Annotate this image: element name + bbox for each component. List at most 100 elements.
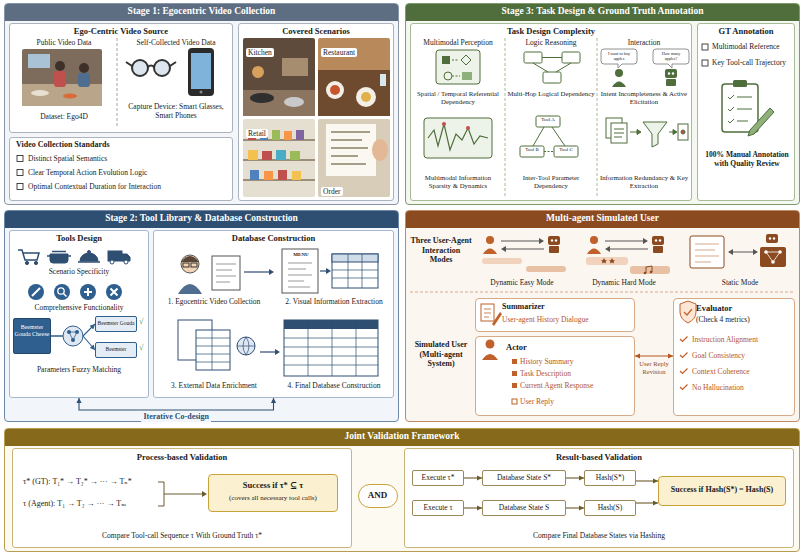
retail-photo-part <box>284 131 292 140</box>
text-label: Capture Device: Smart Glasses, Smart Pho… <box>122 102 230 120</box>
text-slot: Ego-Centric Video Source <box>10 26 232 36</box>
easy-mode-icon-part <box>555 239 557 241</box>
fuzzy-match-icon-part <box>71 338 75 342</box>
text-slot: Inter-Tool Parameter Dependency <box>507 174 595 190</box>
text-label: GT Annotation <box>698 26 794 36</box>
text-label: τ* (GT): T₁* → T₂* → ··· → Tₙ* <box>23 477 151 487</box>
function-icons-part <box>28 284 44 300</box>
static-mode-icon-part <box>778 250 782 254</box>
order-photo-part <box>326 124 376 176</box>
text-label: Instruction Alignment <box>692 335 792 344</box>
text-label: Distinct Spatial Semantics <box>28 154 228 163</box>
stage-panel: Joint Validation FrameworkProcess-based … <box>4 428 800 552</box>
ego4d-photo-part <box>22 84 102 106</box>
text-slot: Public Video Data <box>12 38 116 47</box>
static-mode-icon-part <box>773 237 775 239</box>
text-label: Covered Scenarios <box>239 26 393 36</box>
text-label: I want to buy apples <box>603 51 635 61</box>
text-slot: τ* (GT): T₁* → T₂* → ··· → Tₙ* <box>23 477 151 487</box>
text-slot: Execute τ <box>413 503 463 512</box>
text-label: Key Tool-call Trajectory <box>712 58 792 67</box>
interaction-icon-part <box>666 79 676 86</box>
redundancy-icon-part <box>681 130 685 134</box>
bullet-icon-part <box>512 359 517 364</box>
inter-tool-icon-part <box>554 146 578 157</box>
text-slot: Current Agent Response <box>520 381 632 390</box>
text-label: Clear Temporal Action Evolution Logic <box>28 168 228 177</box>
inter-tool-icon-part <box>520 146 544 157</box>
process-box: Database State S <box>482 500 566 516</box>
text-label: Compare Tool-call Sequence τ With Ground… <box>13 531 351 540</box>
hard-mode-icon-part <box>586 257 628 265</box>
summarizer-icon-part <box>484 309 491 317</box>
text-label: User-agent History Dialogue <box>502 315 632 324</box>
text-slot: 3. External Data Enrichment <box>156 381 272 390</box>
sequence-bracket-part <box>164 494 202 495</box>
text-slot: User Reply Revision <box>635 360 673 378</box>
text-label: Result-based Validation <box>405 452 793 462</box>
text-slot: Context Coherence <box>692 367 792 376</box>
text-label: Evaluator <box>696 303 792 313</box>
text-slot: √ <box>139 317 148 327</box>
text-slot: Capture Device: Smart Glasses, Smart Pho… <box>122 102 230 120</box>
extraction-step-part <box>282 249 318 293</box>
text-label: τ (Agent): T₁ → T₂ → ··· → Tₘ <box>23 499 151 509</box>
smart-phone-part <box>200 91 203 94</box>
text-slot: AND <box>359 490 396 501</box>
interaction-icon-part <box>665 69 677 78</box>
fuzzy-match-icon-part <box>67 330 71 334</box>
text-label: Logic Reasoning <box>507 38 595 47</box>
text-label: Execute τ <box>413 503 463 512</box>
hard-mode-icon-part <box>590 236 598 244</box>
text-label: Beemster Gouda Cheese <box>14 324 50 338</box>
text-slot: Multimodal Perception <box>413 38 503 47</box>
retail-photo-part <box>248 150 258 160</box>
text-slot: 100% Manual Annotation with Quality Revi… <box>701 150 793 168</box>
text-label: 2. Visual Information Extraction <box>276 297 392 306</box>
divider-line <box>410 292 795 293</box>
text-label: 100% Manual Annotation with Quality Revi… <box>701 150 793 168</box>
scenario-icons-part <box>34 261 37 264</box>
text-label: No Hallucination <box>692 383 792 392</box>
text-slot: Clear Temporal Action Evolution Logic <box>28 168 228 177</box>
hard-mode-icon-part <box>650 271 653 274</box>
text-slot: Execute τ* <box>413 473 463 482</box>
text-slot: Video Collection Standards <box>16 140 226 150</box>
function-icons-part <box>64 294 67 297</box>
text-label: MENU <box>286 252 316 258</box>
text-label: Three User-Agent Interaction Modes <box>410 236 472 265</box>
inter-tool-icon-part <box>536 116 560 127</box>
text-label: Hash(S) <box>585 503 635 512</box>
restaurant-photo-part <box>318 70 390 116</box>
text-label: Beemster <box>96 346 136 353</box>
retail-photo-part <box>272 130 280 140</box>
text-label: Goal Consistency <box>692 351 792 360</box>
connector-line <box>635 355 673 356</box>
restaurant-photo-part <box>330 85 340 95</box>
text-slot: Beemster Gouda Cheese <box>14 324 50 338</box>
hard-mode-icon-part <box>652 236 664 245</box>
extraction-step-part <box>320 270 327 271</box>
process-box: Success if τ* ⊆ τ(covers all necessary t… <box>208 474 338 512</box>
function-icons-part <box>32 288 40 296</box>
text-label: Multi-agent Simulated User <box>406 213 799 224</box>
text-slot: Intent Incompleteness & Active Elicitati… <box>599 90 689 106</box>
static-mode-icon-part <box>769 237 771 239</box>
text-slot: Task Description <box>520 369 632 378</box>
text-label: Tool C <box>554 147 578 153</box>
text-slot: Compare Tool-call Sequence τ With Ground… <box>13 531 351 540</box>
scenario-icons-part <box>50 254 68 263</box>
text-label: Stage 2: Tool Library & Database Constru… <box>5 213 398 224</box>
text-slot: Key Tool-call Trajectory <box>712 58 792 67</box>
text-slot: Success if τ* ⊆ τ <box>209 480 337 490</box>
scenario-icons-part <box>108 251 122 261</box>
text-label: Video Collection Standards <box>16 140 226 150</box>
actor-icon-part <box>486 340 495 349</box>
text-label: Multimodal Perception <box>413 38 503 47</box>
function-icons-part <box>58 288 64 294</box>
text-slot: Stage 3: Task Design & Ground Truth Anno… <box>406 6 799 17</box>
text-label: Database State S <box>483 503 565 512</box>
kitchen-photo-part <box>252 66 264 78</box>
text-label: Order <box>321 187 343 196</box>
function-icons-part <box>80 284 96 300</box>
